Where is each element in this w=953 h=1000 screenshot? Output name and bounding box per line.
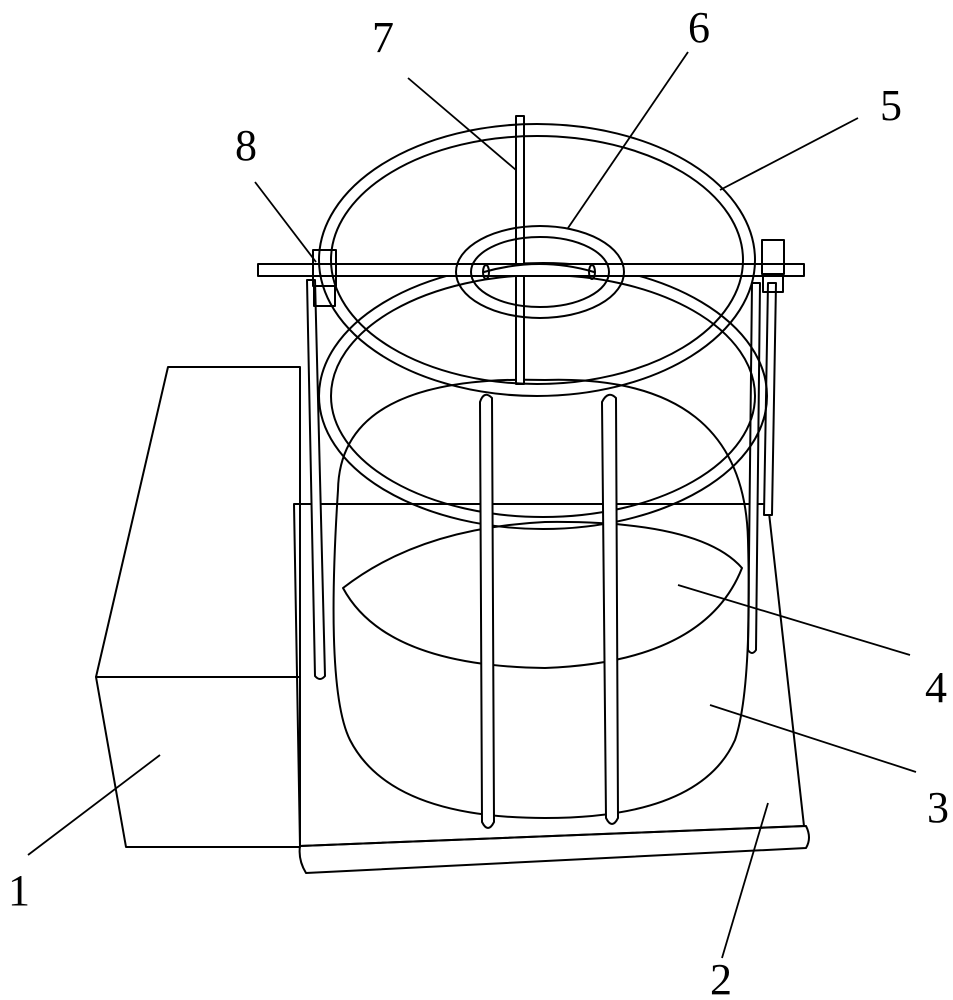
callout-4: 4	[925, 663, 947, 712]
box-component-1	[96, 367, 300, 847]
front-rods	[480, 395, 618, 828]
callouts: 1 2 3 4 5 6 7 8	[8, 3, 949, 1000]
callout-5: 5	[880, 81, 902, 130]
callout-6: 6	[688, 3, 710, 52]
filter-mesh-4	[343, 522, 742, 668]
callout-1: 1	[8, 866, 30, 915]
callout-8: 8	[235, 121, 257, 170]
callout-7: 7	[372, 13, 394, 62]
callout-3: 3	[927, 783, 949, 832]
cross-rods-7	[258, 116, 804, 384]
callout-2: 2	[710, 955, 732, 1000]
container-body-3	[334, 380, 749, 818]
top-hoop-5	[319, 124, 755, 396]
